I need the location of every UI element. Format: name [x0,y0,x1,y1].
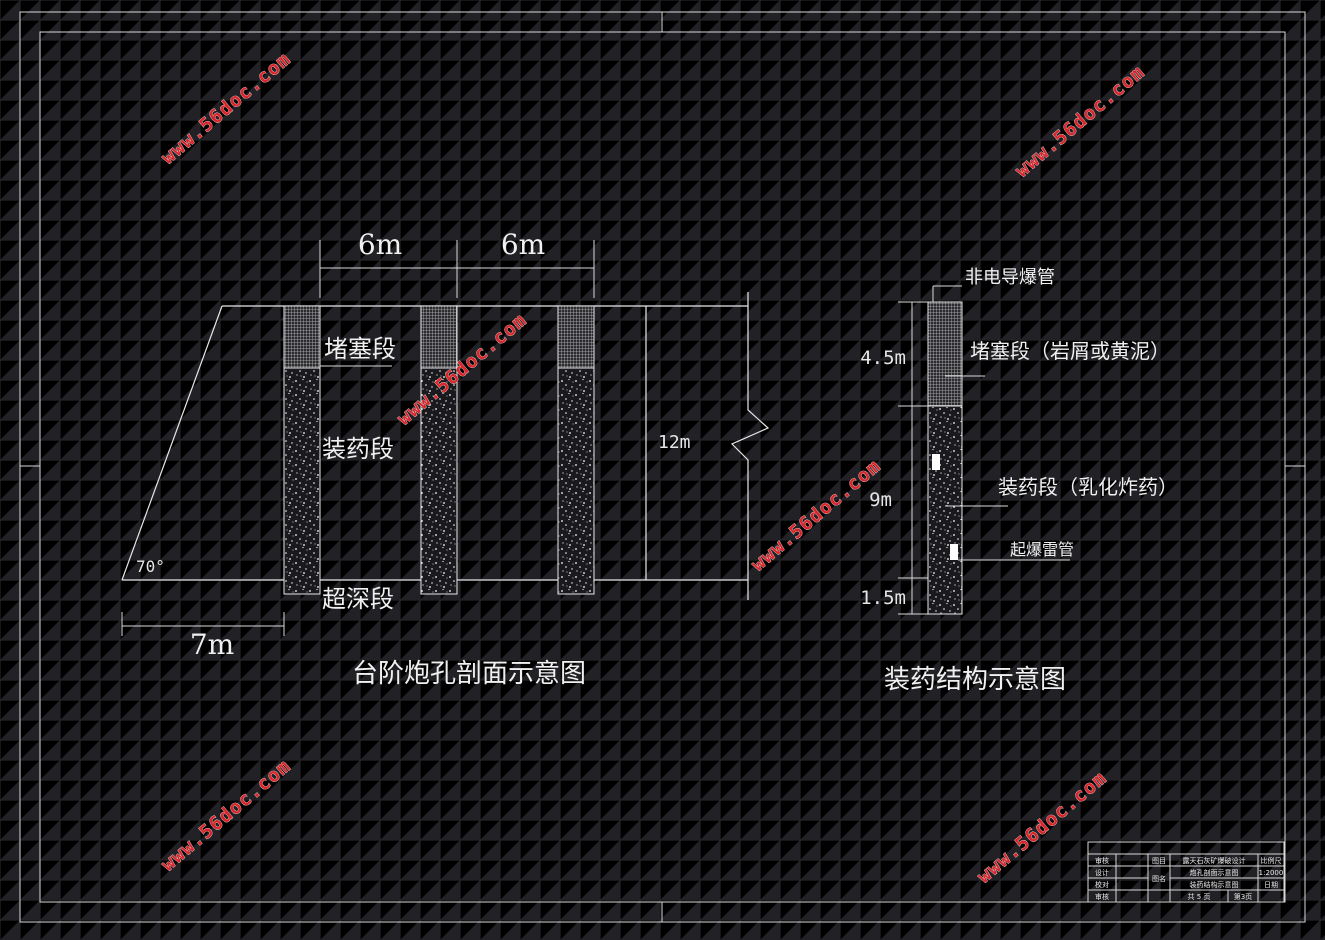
svg-text:校对: 校对 [1095,880,1109,889]
stemming-column [927,301,963,407]
svg-text:露天石灰矿爆破设计: 露天石灰矿爆破设计 [1183,856,1246,865]
spacing-dimension: 6m 6m [319,228,595,298]
spacing-label-2: 6m [501,228,545,261]
stemming-section [420,305,458,369]
bench-section-diagram: 6m 6m 堵塞段 装药段 超深段 12m 70° 7m 台阶炮孔剖面示意图 [121,228,770,689]
svg-text:第3页: 第3页 [1234,892,1252,901]
svg-text:炮孔剖面示意图: 炮孔剖面示意图 [1190,868,1239,877]
svg-text:图目: 图目 [1152,857,1166,865]
stemming-section [283,305,321,369]
subdrill-label: 超深段 [322,585,394,613]
stemming-label: 堵塞段 [324,335,396,363]
svg-text:设计: 设计 [1095,868,1109,877]
break-line [730,292,770,600]
svg-text:图名: 图名 [1152,874,1166,883]
charge-length: 9m [869,489,892,511]
svg-text:日期: 日期 [1264,881,1278,889]
title-block: 审核 图目 露天石灰矿爆破设计 比例尺 设计 炮孔剖面示意图 1:2000 校对… [1087,841,1285,903]
stemming-structure-label: 堵塞段（岩屑或黄泥） [970,339,1170,363]
spacing-label-1: 6m [358,228,402,261]
drawing-frame [19,11,1306,923]
charge-section [557,367,595,595]
stemming-length: 4.5m [860,347,906,369]
bench-height-label: 12m [658,432,691,453]
bench-slope-line [121,305,223,581]
primer-label: 起爆雷管 [1010,540,1074,559]
svg-text:审核: 审核 [1095,856,1109,865]
charge-section [420,367,458,595]
right-caption: 装药结构示意图 [884,665,1066,695]
blasthole-3 [557,305,595,595]
charge-section [283,367,321,595]
length-dimension: 4.5m 9m 1.5m [860,301,928,615]
svg-text:1:2000: 1:2000 [1259,869,1284,877]
charge-structure-diagram: 非电导爆管 4.5m 9m 1.5m 堵塞段（岩屑或黄泥） 装药段（乳化炸药） … [860,267,1178,695]
svg-text:装药结构示意图: 装药结构示意图 [1190,880,1239,889]
left-caption: 台阶炮孔剖面示意图 [352,659,586,689]
charge-column [927,405,963,615]
detonator-tube-label: 非电导爆管 [965,267,1055,288]
toe-dimension: 7m [121,612,285,661]
blasthole-2 [420,305,458,595]
primer-2 [950,544,958,560]
subdrill-length: 1.5m [860,587,906,609]
blasthole-1 [283,305,321,595]
primer-1 [932,454,940,470]
stemming-section [557,305,595,369]
svg-text:审核: 审核 [1095,892,1109,901]
slope-angle-label: 70° [136,557,165,576]
svg-text:比例尺: 比例尺 [1261,856,1282,865]
charge-label: 装药段 [322,435,394,463]
svg-text:共 5 页: 共 5 页 [1188,892,1211,901]
charge-structure-label: 装药段（乳化炸药） [998,475,1178,499]
toe-distance-label: 7m [190,628,234,661]
